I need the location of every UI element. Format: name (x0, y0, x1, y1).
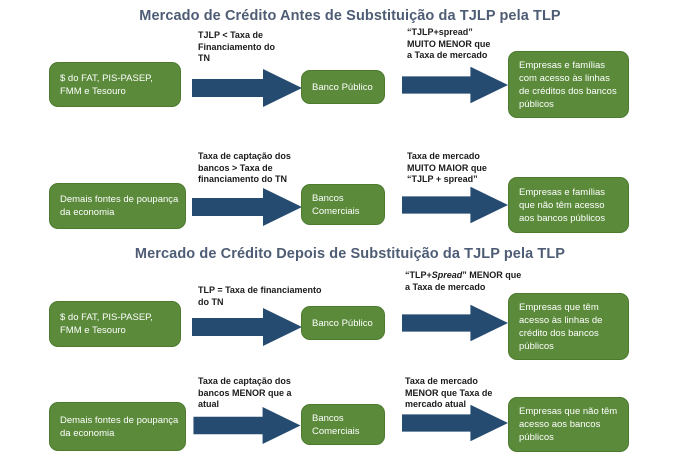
target-box-label: Empresas que não têm acesso aos bancos p… (519, 406, 618, 443)
arrow-label: TJLP < Taxa de Financiamento do TN (198, 30, 313, 65)
target-box-label: Empresas e famílias com acesso às linhas… (519, 59, 617, 110)
arrow-label-line: “TLP+Spread” MENOR que (405, 270, 522, 280)
arrow-label-line: atual (198, 399, 220, 409)
arrow-label-line: bancos > Taxa de (198, 162, 273, 173)
source-box-label: Demais fontes de poupança da economia (60, 414, 179, 439)
source-box: $ do FAT, PIS-PASEP, FMM e Tesouro (49, 301, 181, 347)
right-arrow-icon (192, 308, 302, 346)
right-arrow-icon (402, 404, 508, 442)
arrow-label-line: MUITO MENOR que (407, 38, 491, 49)
arrow-label-line: Taxa de captação dos (198, 151, 291, 161)
arrow-label-line: do TN (198, 296, 224, 307)
section-title-depois: Mercado de Crédito Depois de Substituiçã… (134, 246, 566, 262)
right-arrow-icon (402, 66, 508, 104)
intermediary-box-label: Banco Público (312, 317, 373, 329)
flow-arrow (192, 407, 302, 444)
right-arrow-icon (402, 304, 508, 342)
source-box: $ do FAT, PIS-PASEP, FMM e Tesouro (49, 62, 181, 107)
arrow-label-line: Taxa de captação dos (198, 376, 291, 386)
source-box: Demais fontes de poupança da economia (49, 183, 186, 229)
arrow-label-line: “TJLP+spread” (407, 27, 473, 37)
arrow-label-line: a Taxa de mercado (407, 50, 488, 60)
flow-arrow (192, 308, 302, 346)
arrow-label-line: MENOR que Taxa de (405, 387, 493, 398)
arrow-label-line: Taxa de mercado (407, 151, 480, 161)
flow-arrow (192, 69, 302, 107)
arrow-label-line: TJLP < Taxa de (198, 30, 263, 40)
arrow-label: Taxa de mercado MENOR que Taxa de mercad… (405, 376, 527, 411)
flow-arrow (402, 304, 508, 342)
arrow-label-line: bancos MENOR que a (198, 387, 292, 398)
right-arrow-icon (193, 407, 301, 444)
target-box: Empresas que não têm acesso aos bancos p… (508, 397, 629, 452)
right-arrow-icon (402, 186, 508, 224)
flow-arrow (402, 66, 508, 104)
arrow-label: “TJLP+spread” MUITO MENOR que a Taxa de … (407, 27, 525, 62)
arrow-label-line: a Taxa de mercado (405, 281, 486, 292)
source-box: Demais fontes de poupança da economia (49, 402, 186, 451)
arrow-label: TLP = Taxa de financiamento do TN (198, 285, 348, 308)
arrow-label: Taxa de captação dos bancos MENOR que a … (198, 376, 320, 411)
flow-arrow (402, 404, 508, 442)
arrow-label-line: MUITO MAIOR que (407, 162, 487, 173)
arrow-label-line: TLP = Taxa de financiamento (198, 285, 322, 295)
arrow-label-line: Taxa de mercado (405, 376, 478, 386)
right-arrow-icon (192, 188, 302, 226)
intermediary-box: Banco Público (301, 306, 385, 340)
intermediary-box: Banco Público (301, 70, 385, 104)
source-box-label: $ do FAT, PIS-PASEP, FMM e Tesouro (60, 312, 153, 336)
arrow-label: Taxa de mercado MUITO MAIOR que “TJLP + … (407, 151, 525, 186)
section-title-antes: Mercado de Crédito Antes de Substituição… (139, 8, 561, 24)
flow-arrow (402, 186, 508, 224)
intermediary-box: Bancos Comerciais (301, 184, 385, 225)
target-box-label: Empresas que têm acesso às linhas de cré… (519, 301, 603, 352)
target-box-label: Empresas e famílias que não têm acesso a… (519, 186, 606, 224)
source-box-label: $ do FAT, PIS-PASEP, FMM e Tesouro (60, 72, 153, 97)
intermediary-box-label: Bancos Comerciais (312, 412, 360, 437)
intermediary-box-label: Banco Público (312, 81, 373, 93)
arrow-label: “TLP+Spread” MENOR que a Taxa de mercado (405, 270, 565, 293)
flow-arrow (192, 188, 302, 226)
source-box-label: Demais fontes de poupança da economia (60, 194, 179, 218)
arrow-label-line: TN (198, 53, 210, 63)
target-box: Empresas e famílias que não têm acesso a… (508, 177, 629, 233)
target-box: Empresas e famílias com acesso às linhas… (508, 51, 629, 118)
arrow-label-line: financiamento do TN (198, 174, 288, 184)
arrow-label-line: “TJLP + spread” (407, 174, 478, 184)
intermediary-box: Bancos Comerciais (301, 404, 385, 445)
arrow-label: Taxa de captação dos bancos > Taxa de fi… (198, 151, 316, 186)
right-arrow-icon (192, 69, 302, 107)
intermediary-box-label: Bancos Comerciais (312, 192, 360, 217)
arrow-label-line: Financiamento do (198, 41, 276, 52)
target-box: Empresas que têm acesso às linhas de cré… (508, 293, 629, 360)
arrow-label-line: mercado atual (405, 399, 467, 409)
